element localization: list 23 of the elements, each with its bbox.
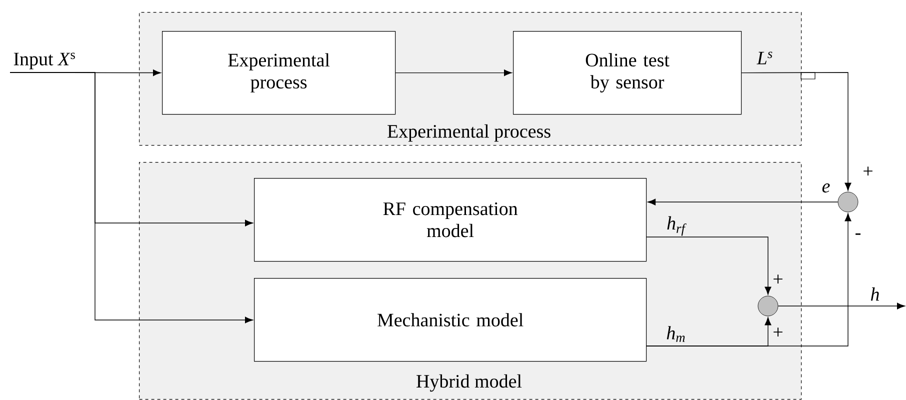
- arrow: [778, 302, 905, 310]
- arrow: [10, 72, 253, 324]
- sign-label: +: [774, 328, 782, 336]
- process-box: Experimental process: [162, 31, 396, 115]
- input-label: Input X$^{s}$: [14, 52, 75, 70]
- edge-label: h: [870, 287, 879, 301]
- summing-junction: [838, 192, 858, 212]
- process-box: RF compensation model: [254, 178, 647, 262]
- arrow: [648, 198, 838, 206]
- process-box: Mechanistic model: [254, 278, 647, 362]
- process-box: Online test by sensor: [513, 31, 742, 115]
- edge-label: L$^{s}$: [756, 52, 772, 64]
- summing-junction: [758, 296, 778, 316]
- arrow: [646, 213, 852, 346]
- sign-label: +: [774, 274, 782, 284]
- sign-label: +: [864, 166, 872, 176]
- sign-label: -: [856, 233, 860, 235]
- arrow: [395, 70, 512, 76]
- edge-label: h$_{m}$: [666, 326, 685, 342]
- edge-label: e: [822, 183, 830, 193]
- edge-label: h$_{rf}$: [667, 216, 686, 236]
- arrow: [646, 236, 772, 295]
- arrow: [741, 72, 852, 191]
